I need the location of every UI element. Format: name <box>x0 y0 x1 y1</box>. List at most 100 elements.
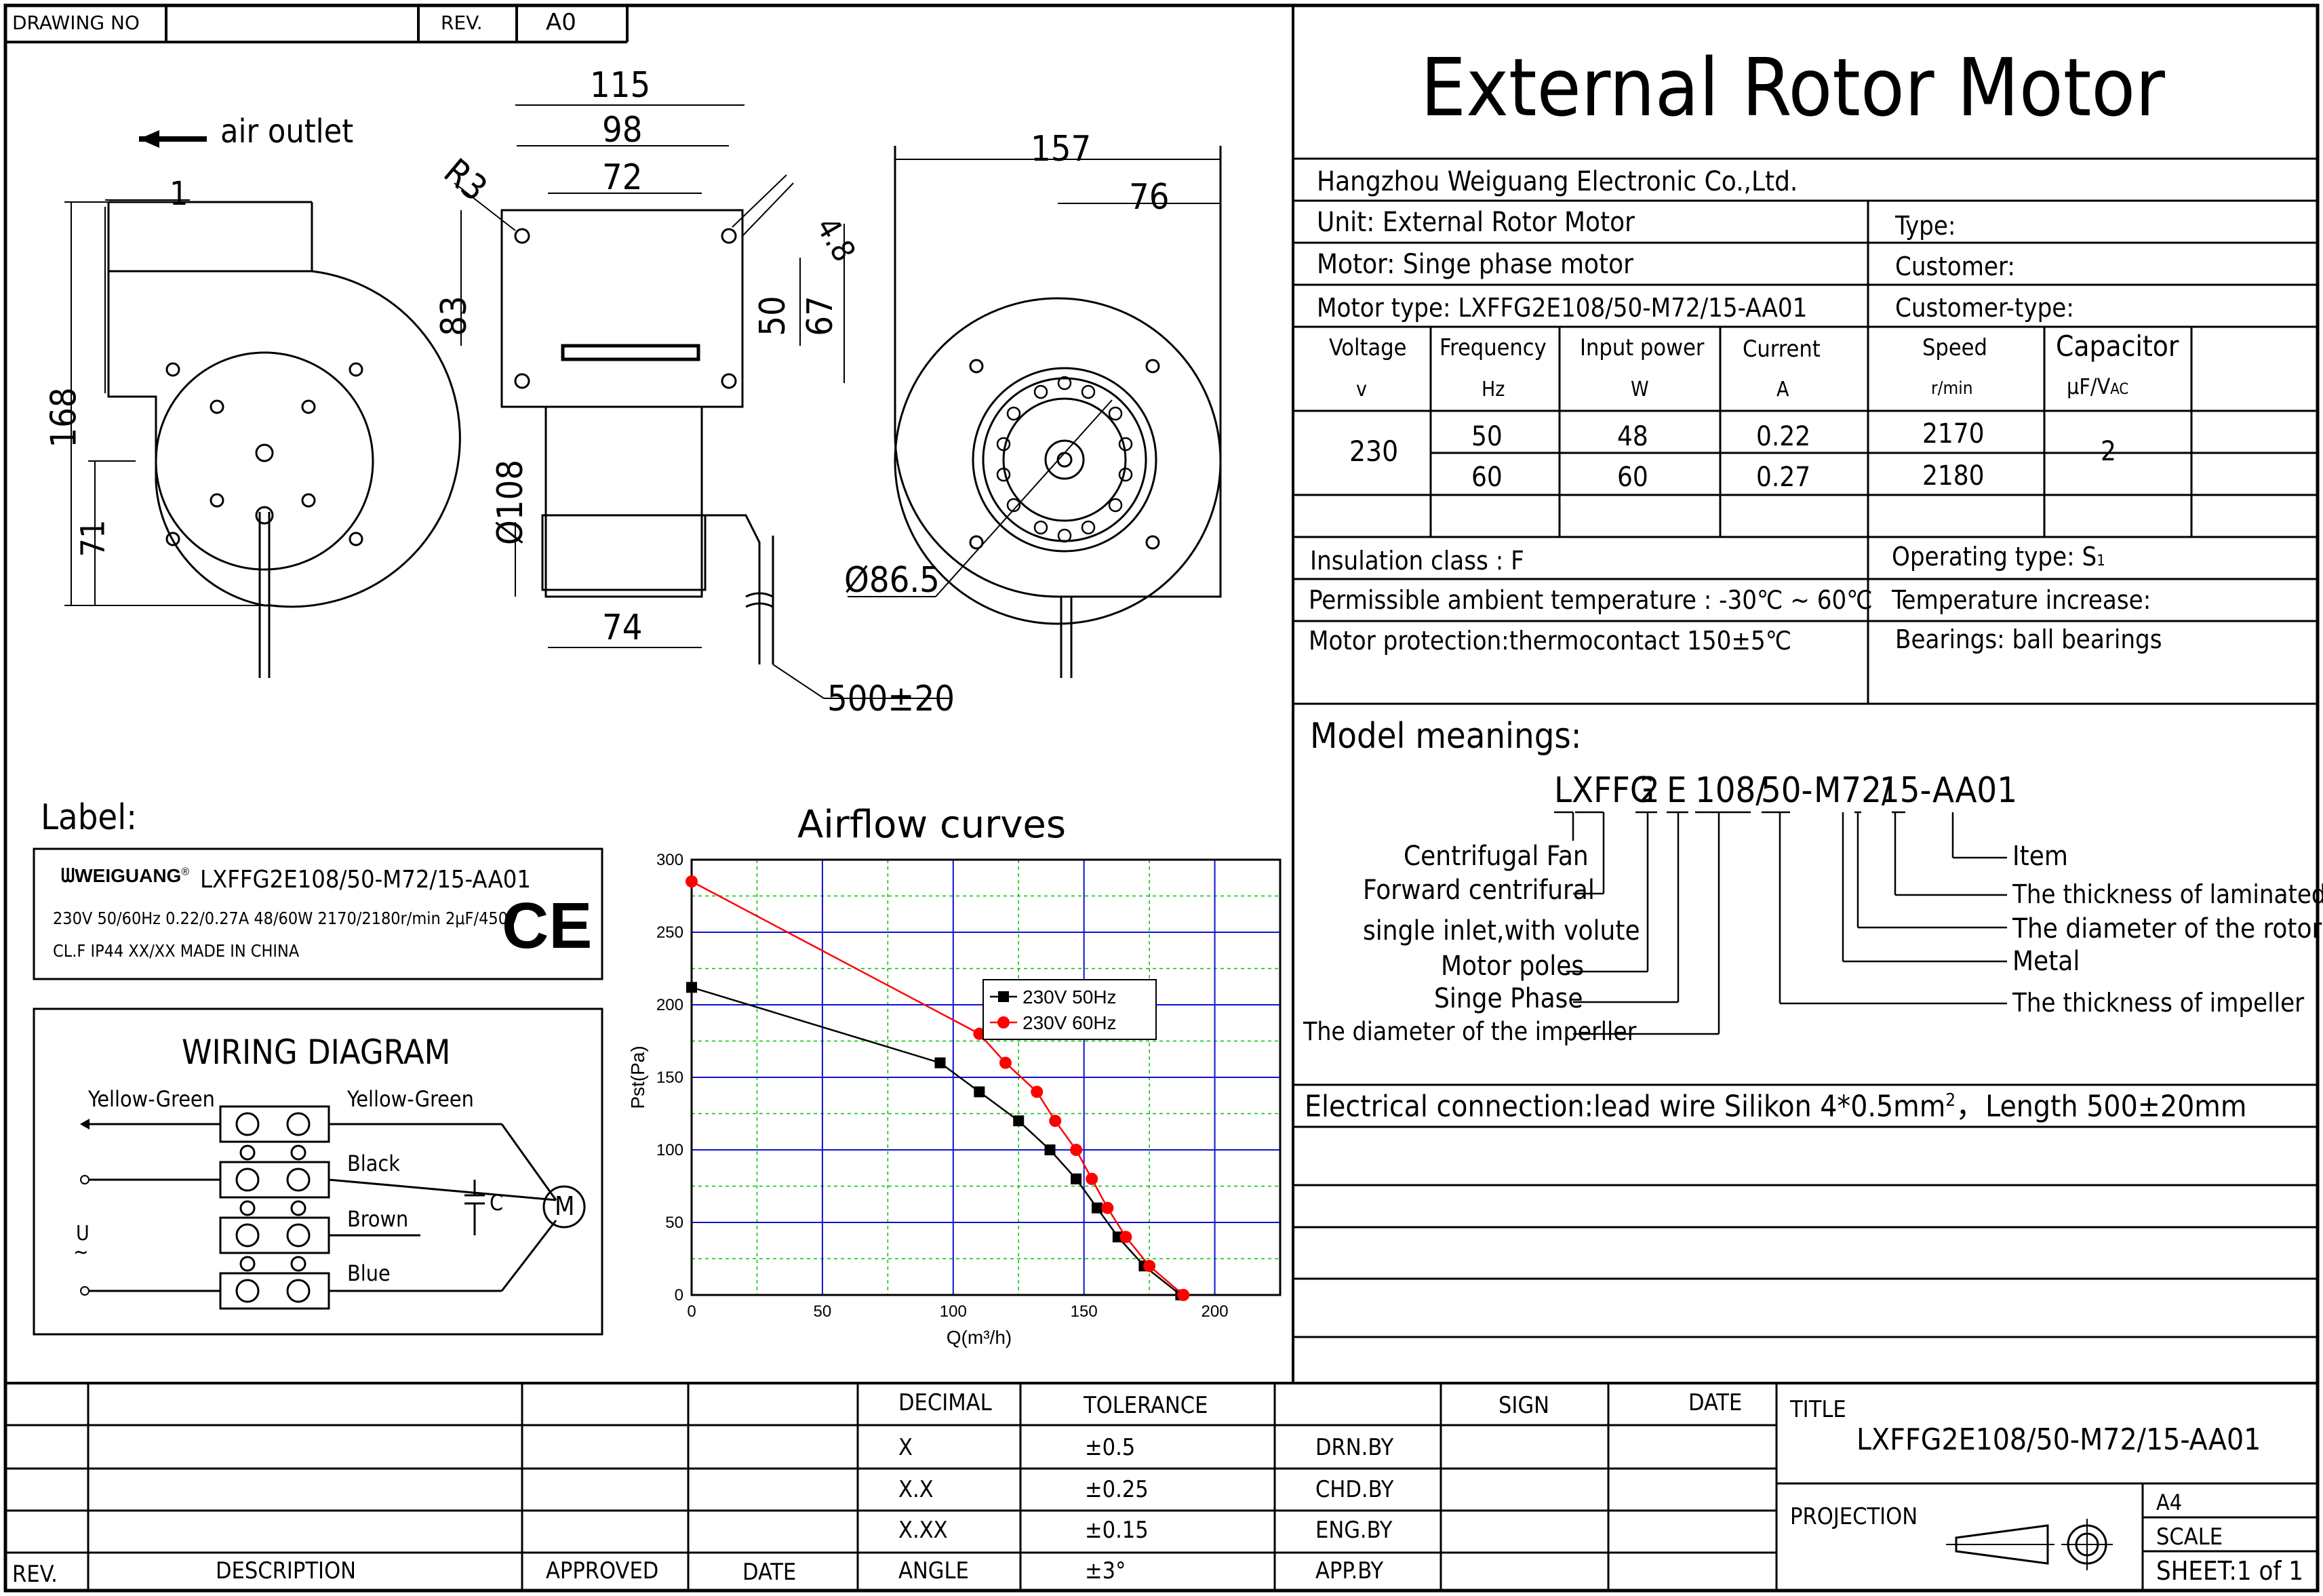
chart-title: Airflow curves <box>797 803 1066 847</box>
data-point <box>1091 1202 1103 1214</box>
legend-marker <box>997 1016 1010 1029</box>
data-point <box>1070 1144 1083 1156</box>
logo-icon: ᗯ <box>61 865 75 886</box>
data-point <box>1119 1231 1132 1243</box>
model-part-lxffg: LXFFG <box>1554 770 1655 811</box>
data-point <box>1143 1260 1156 1273</box>
customer-label: Customer: <box>1895 252 2015 281</box>
capacitor-symbol-label: C <box>490 1190 504 1216</box>
y-tick-label: 0 <box>675 1286 683 1304</box>
label-metal: Metal <box>2012 946 2080 977</box>
dim-1: 1 <box>170 175 188 213</box>
label-rotor-diameter: The diameter of the rotor <box>2012 913 2322 944</box>
data-point <box>1101 1201 1114 1214</box>
bearings-text: Bearings: ball bearings <box>1895 624 2162 654</box>
power-header: Input power <box>1580 334 1705 361</box>
label-forward-centrifugal: Forward centrifural <box>1363 875 1595 906</box>
supply-label: U <box>76 1222 90 1245</box>
label-line1: 230V 50/60Hz 0.22/0.27A 48/60W 2170/2180… <box>53 909 519 928</box>
yellow-green-right: Yellow-Green <box>347 1086 474 1112</box>
tol-key-angle: ANGLE <box>898 1557 969 1584</box>
label-heading: Label: <box>41 797 137 838</box>
drawn-by-label: DRN.BY <box>1315 1434 1394 1461</box>
freq-50: 50 <box>1471 421 1503 452</box>
customer-type-label: Customer-type: <box>1895 293 2074 323</box>
yellow-green-left: Yellow-Green <box>88 1086 215 1112</box>
temperature-increase-label: Temperature increase: <box>1892 585 2151 615</box>
data-point <box>1071 1173 1082 1184</box>
y-tick-label: 200 <box>656 996 683 1014</box>
electrical-connection: Electrical connection:lead wire Silikon … <box>1305 1089 2247 1124</box>
frequency-header: Frequency <box>1440 334 1547 361</box>
dim-115: 115 <box>590 65 651 106</box>
drawing-no-label: DRAWING NO <box>12 12 140 34</box>
label-single-inlet: single inlet,with volute <box>1363 915 1640 946</box>
sheet-label: SHEET:1 of 1 <box>2156 1556 2303 1586</box>
data-point <box>1049 1115 1062 1128</box>
data-point <box>1044 1144 1056 1155</box>
dim-86-5: Ø86.5 <box>844 560 940 601</box>
current-0-22: 0.22 <box>1756 421 1811 452</box>
data-point <box>999 1056 1012 1069</box>
paper-size: A4 <box>2156 1490 2182 1515</box>
company-name: Hangzhou Weiguang Electronic Co.,Ltd. <box>1317 166 1798 197</box>
voltage-header: Voltage <box>1329 334 1407 361</box>
y-tick-label: 300 <box>656 851 683 869</box>
scale-label: SCALE <box>2156 1523 2223 1551</box>
model-part-aa01: AA01 <box>1932 770 2017 811</box>
dim-83: 83 <box>433 296 475 336</box>
model-part-2: 2 <box>1640 770 1660 811</box>
data-point <box>1086 1172 1098 1185</box>
speed-unit: r/min <box>1931 378 1973 399</box>
wiring-title: WIRING DIAGRAM <box>182 1033 451 1072</box>
rev-label: REV. <box>441 12 483 34</box>
page-title: External Rotor Motor <box>1421 41 2165 134</box>
capacitor-value: 2 <box>2101 436 2116 467</box>
ce-mark: CE <box>502 890 593 962</box>
label-impeller-thickness: The thickness of impeller <box>2012 988 2305 1018</box>
current-unit: A <box>1776 378 1789 401</box>
data-point <box>974 1086 985 1098</box>
dim-168: 168 <box>43 387 85 448</box>
label-diameter-impeller: The diameter of the imperller <box>1303 1017 1637 1046</box>
legend-label: 230V 50Hz <box>1022 986 1117 1008</box>
wire-black: Black <box>347 1151 400 1176</box>
approved-label: APPROVED <box>546 1557 659 1584</box>
description-label: DESCRIPTION <box>216 1557 357 1584</box>
dim-74: 74 <box>602 607 643 648</box>
legend-box <box>982 979 1157 1040</box>
insulation-text: Insulation class : F <box>1310 546 1524 576</box>
y-tick-label: 150 <box>656 1069 683 1087</box>
tolerance-header: TOLERANCE <box>1084 1392 1208 1419</box>
model-part-15: 15- <box>1880 770 1932 811</box>
legend-marker <box>998 991 1009 1002</box>
series-line-1 <box>691 986 1182 1296</box>
label-item: Item <box>2012 841 2068 872</box>
model-part-108: 108/ <box>1695 770 1767 811</box>
voltage-value: 230 <box>1349 435 1399 468</box>
projection-label: PROJECTION <box>1790 1503 1918 1530</box>
data-point <box>1013 1115 1025 1127</box>
label-line2: CL.F IP44 XX/XX MADE IN CHINA <box>53 941 300 961</box>
data-point <box>1177 1289 1190 1301</box>
legend-label: 230V 60Hz <box>1022 1012 1117 1033</box>
power-60: 60 <box>1617 462 1648 493</box>
data-point <box>934 1057 946 1069</box>
type-label: Type: <box>1895 211 1956 241</box>
label-model: LXFFG2E108/50-M72/15-AA01 <box>200 866 531 894</box>
date-header: DATE <box>1688 1389 1743 1416</box>
x-tick-label: 100 <box>940 1302 967 1321</box>
title-label: TITLE <box>1790 1396 1846 1423</box>
tol-val-angle: ±3° <box>1085 1557 1126 1584</box>
power-48: 48 <box>1617 421 1648 452</box>
motor-text: Motor: Singe phase motor <box>1317 249 1633 280</box>
model-part-e: E <box>1667 770 1687 811</box>
frequency-unit: Hz <box>1482 378 1505 401</box>
decimal-header: DECIMAL <box>898 1389 992 1416</box>
motor-symbol-label: M <box>555 1191 575 1221</box>
engineered-by-label: ENG.BY <box>1315 1517 1393 1544</box>
freq-60: 60 <box>1471 462 1503 493</box>
label-laminated-core: The thickness of laminated core <box>2012 879 2323 909</box>
